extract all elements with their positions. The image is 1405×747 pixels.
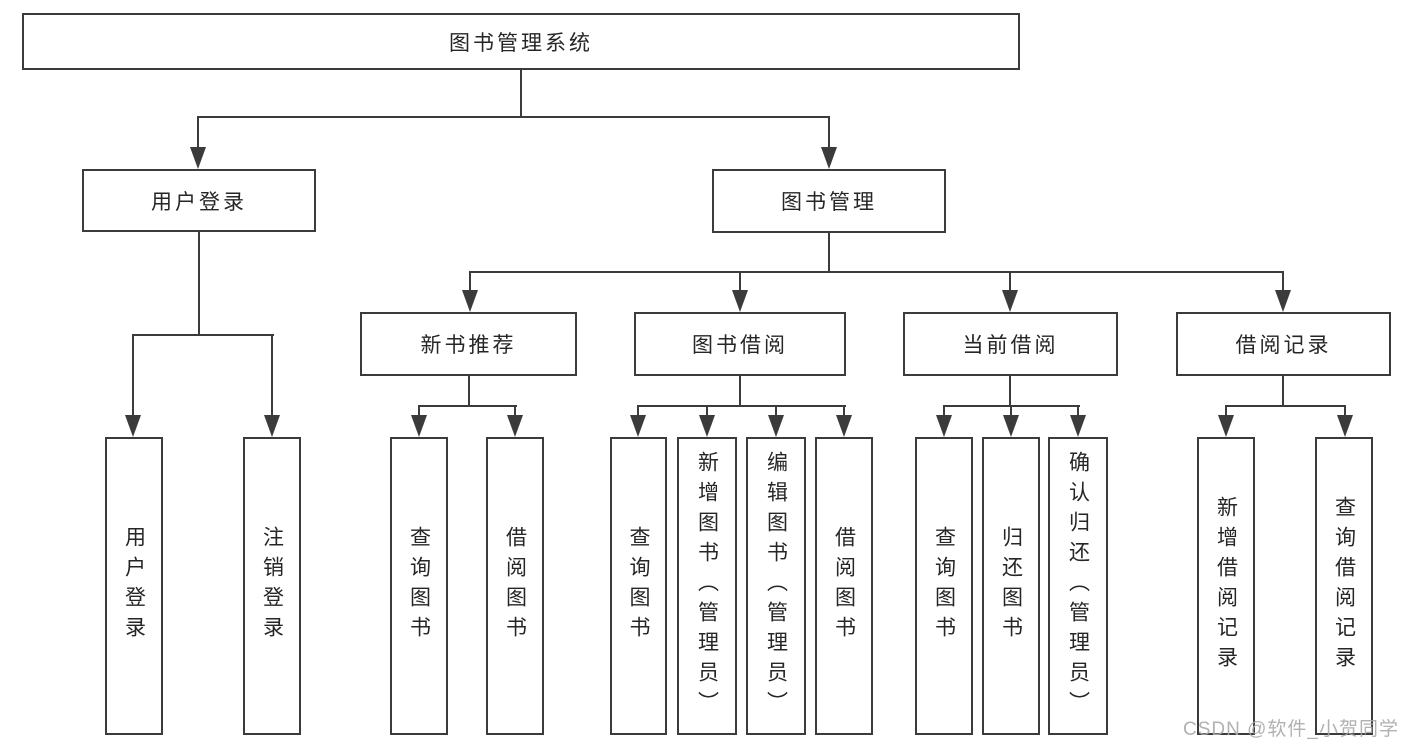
connector-hline [1225, 405, 1346, 407]
arrow-down-icon [1070, 415, 1086, 437]
arrow-down-icon [732, 290, 748, 312]
arrow-down-icon [768, 415, 784, 437]
connector-vline [271, 335, 273, 419]
arrow-down-icon [821, 147, 837, 169]
connector-vline [198, 232, 200, 335]
node-user-login: 用户登录 [82, 169, 316, 232]
leaf-return-book: 归还图书 [982, 437, 1040, 735]
connector-vline [514, 406, 516, 418]
connector-vline [468, 376, 470, 407]
arrow-down-icon [507, 415, 523, 437]
connector-hline [637, 405, 846, 407]
arrow-down-icon [462, 290, 478, 312]
node-new-book-recommend: 新书推荐 [360, 312, 577, 376]
leaf-borrow-book: 借阅图书 [815, 437, 873, 735]
leaf-query-book-current: 查询图书 [915, 437, 973, 735]
arrow-down-icon [836, 415, 852, 437]
leaf-label: 确认归还（管理员） [1066, 451, 1090, 721]
connector-vline [828, 117, 830, 151]
connector-vline [1282, 376, 1284, 407]
connector-vline [739, 376, 741, 407]
watermark: CSDN @软件_小贺同学 [1183, 719, 1399, 740]
node-label: 图书借阅 [692, 334, 788, 357]
node-label: 借阅记录 [1235, 334, 1332, 357]
leaf-label: 新增借阅记录 [1214, 496, 1238, 676]
connector-vline [132, 335, 134, 419]
node-borrow-records: 借阅记录 [1176, 312, 1391, 376]
leaf-label: 归还图书 [999, 526, 1023, 646]
leaf-edit-book-admin: 编辑图书（管理员） [746, 437, 806, 735]
connector-vline [469, 272, 471, 294]
leaf-label: 借阅图书 [832, 526, 856, 646]
connector-hline [132, 334, 274, 336]
connector-vline [1344, 406, 1346, 418]
arrow-down-icon [1275, 290, 1291, 312]
leaf-label: 新增图书（管理员） [695, 451, 719, 721]
connector-vline [418, 406, 420, 418]
node-book-borrow: 图书借阅 [634, 312, 846, 376]
leaf-label: 查询图书 [932, 526, 956, 646]
arrow-down-icon [630, 415, 646, 437]
node-label: 图书管理系统 [449, 31, 593, 55]
connector-vline [520, 70, 522, 117]
arrow-down-icon [699, 415, 715, 437]
node-label: 图书管理 [781, 191, 877, 214]
leaf-add-book-admin: 新增图书（管理员） [677, 437, 737, 735]
leaf-label: 用户登录 [122, 526, 146, 646]
leaf-label: 注销登录 [260, 526, 284, 646]
connector-vline [1077, 406, 1079, 418]
node-label: 新书推荐 [420, 334, 517, 357]
connector-vline [197, 117, 199, 151]
connector-vline [706, 406, 708, 418]
connector-vline [843, 406, 845, 418]
connector-hline [469, 271, 1284, 273]
connector-vline [1282, 272, 1284, 294]
node-book-management: 图书管理 [712, 169, 946, 233]
arrow-down-icon [1002, 290, 1018, 312]
leaf-label: 查询借阅记录 [1332, 496, 1356, 676]
node-root: 图书管理系统 [22, 13, 1020, 70]
arrow-down-icon [411, 415, 427, 437]
arrow-down-icon [1003, 415, 1019, 437]
connector-vline [739, 272, 741, 294]
connector-hline [197, 116, 830, 118]
leaf-query-book-recommend: 查询图书 [390, 437, 448, 735]
connector-vline [828, 233, 830, 272]
arrow-down-icon [1337, 415, 1353, 437]
arrow-down-icon [1218, 415, 1234, 437]
leaf-logout-action: 注销登录 [243, 437, 301, 735]
leaf-confirm-return-admin: 确认归还（管理员） [1048, 437, 1108, 735]
arrow-down-icon [190, 147, 206, 169]
arrow-down-icon [125, 415, 141, 437]
arrow-down-icon [264, 415, 280, 437]
leaf-label: 借阅图书 [503, 526, 527, 646]
connector-hline [418, 405, 517, 407]
leaf-query-borrow-record: 查询借阅记录 [1315, 437, 1373, 735]
leaf-borrow-book-recommend: 借阅图书 [486, 437, 544, 735]
leaf-label: 编辑图书（管理员） [764, 451, 788, 721]
connector-vline [1010, 406, 1012, 418]
leaf-add-borrow-record: 新增借阅记录 [1197, 437, 1255, 735]
arrow-down-icon [936, 415, 952, 437]
connector-vline [943, 406, 945, 418]
node-label: 用户登录 [151, 190, 247, 214]
leaf-label: 查询图书 [627, 526, 650, 646]
connector-vline [775, 406, 777, 418]
connector-vline [1009, 272, 1011, 294]
leaf-label: 查询图书 [407, 526, 431, 646]
node-label: 当前借阅 [962, 334, 1059, 357]
connector-vline [1009, 376, 1011, 407]
node-current-borrow: 当前借阅 [903, 312, 1118, 376]
connector-vline [1225, 406, 1227, 418]
leaf-query-book-borrow: 查询图书 [610, 437, 667, 735]
connector-vline [637, 406, 639, 418]
leaf-user-login-action: 用户登录 [105, 437, 163, 735]
